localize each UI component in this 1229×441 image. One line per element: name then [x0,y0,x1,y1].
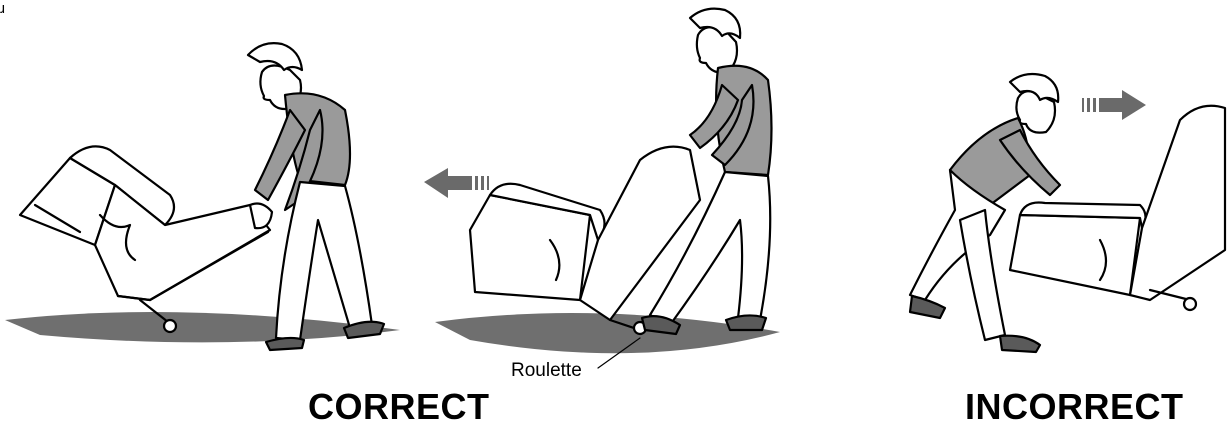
scene-incorrect-lift [910,74,1225,352]
scene-correct-roll [435,9,780,368]
incorrect-label: INCORRECT [965,386,1184,428]
scene-correct-tilt [5,43,400,350]
roulette-label: Roulette [511,360,582,382]
arrow-right-icon [1082,90,1146,120]
recliner-chair [20,146,270,332]
recliner-chair [1010,106,1225,310]
arrow-left-icon [424,168,489,198]
correct-label: CORRECT [308,386,490,428]
man-figure [248,43,384,350]
cropped-text-fragment: ɹ [0,0,5,17]
floor-shadow [5,312,400,342]
